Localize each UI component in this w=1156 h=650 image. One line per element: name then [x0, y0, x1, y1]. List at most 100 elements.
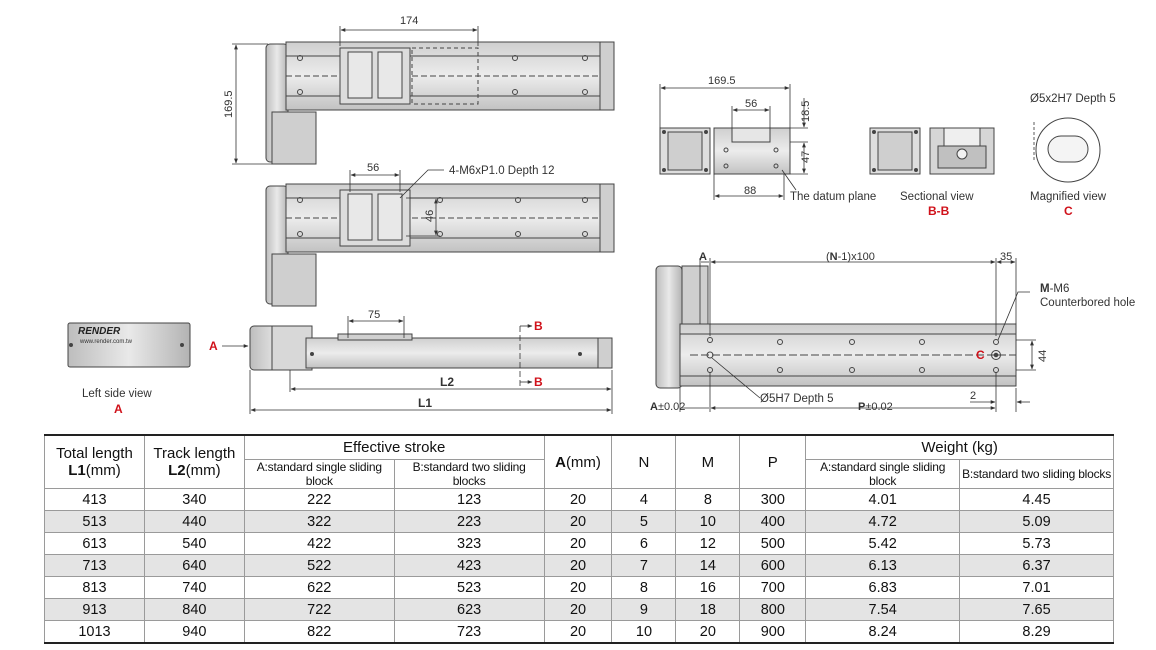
dim-35 — [996, 258, 1017, 324]
tap-hole-leader — [399, 169, 444, 199]
dim-L2 — [289, 370, 613, 414]
cell-stroke-b: 423 — [393, 554, 545, 577]
cell-weight-b: 5.73 — [959, 532, 1114, 555]
cell-M: 14 — [675, 554, 741, 577]
pitch-view — [655, 265, 1017, 389]
cell-N: 8 — [611, 576, 677, 599]
cell-total-length: 813 — [44, 576, 145, 599]
cell-N: 4 — [611, 488, 677, 511]
dim-88-label: 88 — [744, 185, 756, 197]
header-N: N — [611, 434, 677, 489]
header-A-unit: (mm) — [565, 453, 601, 471]
cell-weight-a: 4.72 — [805, 510, 961, 533]
cell-M: 20 — [675, 620, 741, 644]
magnified-view-label: Magnified view — [1030, 191, 1107, 203]
arrow-A-label: A — [209, 339, 218, 353]
dim-88 — [713, 174, 785, 200]
left-side-view-caption: Left side view — [82, 388, 152, 400]
cell-A: 20 — [543, 510, 613, 533]
magnified-view-tag: C — [1064, 204, 1073, 218]
cell-track-length: 840 — [143, 598, 245, 621]
header-A-bold: A — [555, 453, 566, 471]
dim-N-pitch-label: (N-1)x100 — [826, 251, 875, 263]
header-A: A(mm) — [543, 434, 613, 489]
dim-P-tol-P: P — [858, 401, 865, 413]
header-total-length: Total length L1(mm) — [44, 434, 145, 489]
table-row: 713 640 522 423 20 7 14 600 6.13 6.37 — [44, 554, 1114, 577]
dim-A-tol-rest: ±0.02 — [658, 401, 685, 413]
counterbore-label: M-M6 — [1040, 283, 1069, 295]
header-track-length-line2: L2(mm) — [145, 462, 244, 479]
header-total-length-line2: L1(mm) — [45, 462, 144, 479]
end-view — [659, 127, 791, 175]
cell-weight-a: 7.54 — [805, 598, 961, 621]
cell-weight-b: 4.45 — [959, 488, 1114, 511]
header-track-length-line1: Track length — [153, 445, 236, 462]
cell-A: 20 — [543, 576, 613, 599]
cell-weight-a: 4.01 — [805, 488, 961, 511]
cell-total-length: 513 — [44, 510, 145, 533]
left-side-view — [67, 322, 191, 368]
dim-A-tol-A: A — [650, 401, 658, 413]
header-L2-unit: (mm) — [185, 462, 221, 479]
cell-P: 300 — [739, 488, 807, 511]
header-stroke-a: A:standard single sliding block — [243, 459, 395, 489]
cell-M: 12 — [675, 532, 741, 555]
cell-P: 800 — [739, 598, 807, 621]
cell-weight-b: 7.65 — [959, 598, 1114, 621]
dim-P-tol-rest: ±0.02 — [865, 401, 892, 413]
cell-stroke-b: 723 — [393, 620, 545, 644]
section-line-B — [519, 324, 533, 386]
dim-75 — [347, 316, 405, 338]
header-weight-a: A:standard single sliding block — [805, 459, 961, 489]
sectional-view-tag: B-B — [928, 204, 950, 218]
header-effective-stroke: Effective stroke — [243, 434, 545, 460]
cell-M: 16 — [675, 576, 741, 599]
cell-A: 20 — [543, 488, 613, 511]
dim-L1-label: L1 — [418, 396, 432, 410]
dim-46 — [406, 197, 440, 237]
sectional-view-label: Sectional view — [900, 191, 974, 203]
counterbore-rest: -M6 — [1050, 283, 1070, 295]
cell-P: 600 — [739, 554, 807, 577]
dim-169-5-left — [232, 43, 272, 165]
cell-A: 20 — [543, 554, 613, 577]
cell-track-length: 440 — [143, 510, 245, 533]
dim-A-top — [699, 258, 711, 336]
cell-weight-b: 6.37 — [959, 554, 1114, 577]
dim-2 — [970, 388, 1030, 412]
cell-track-length: 640 — [143, 554, 245, 577]
cell-total-length: 1013 — [44, 620, 145, 644]
cell-stroke-b: 323 — [393, 532, 545, 555]
cell-stroke-a: 822 — [243, 620, 395, 644]
pin-hole-label: Ø5H7 Depth 5 — [760, 393, 834, 405]
counterbore-hole-label: Counterbored hole — [1040, 297, 1135, 309]
cell-track-length: 940 — [143, 620, 245, 644]
cell-weight-b: 7.01 — [959, 576, 1114, 599]
top-view-upper — [265, 41, 615, 165]
cell-stroke-a: 222 — [243, 488, 395, 511]
dim-44 — [1016, 339, 1036, 371]
dim-169-5-right-label: 169.5 — [708, 75, 736, 87]
cell-A: 20 — [543, 598, 613, 621]
dim-N-pitch-open: ( — [826, 251, 830, 263]
left-side-view-tag: A — [114, 402, 123, 416]
header-weight: Weight (kg) — [805, 434, 1114, 460]
cell-stroke-a: 322 — [243, 510, 395, 533]
header-L2: L2 — [168, 462, 186, 479]
table-row: 413 340 222 123 20 4 8 300 4.01 4.45 — [44, 488, 1114, 511]
cell-stroke-a: 422 — [243, 532, 395, 555]
cell-P: 400 — [739, 510, 807, 533]
counterbore-M: M — [1040, 283, 1050, 295]
cell-N: 7 — [611, 554, 677, 577]
dim-56-right — [731, 106, 771, 128]
table-row: 613 540 422 323 20 6 12 500 5.42 5.73 — [44, 532, 1114, 555]
table-row: 513 440 322 223 20 5 10 400 4.72 5.09 — [44, 510, 1114, 533]
dim-56-top-label: 56 — [367, 162, 379, 174]
dim-47 — [790, 142, 808, 175]
dim-169-5-right — [659, 84, 791, 128]
mark-C: C — [976, 348, 985, 362]
header-L1-unit: (mm) — [85, 462, 121, 479]
cell-P: 700 — [739, 576, 807, 599]
cell-track-length: 340 — [143, 488, 245, 511]
